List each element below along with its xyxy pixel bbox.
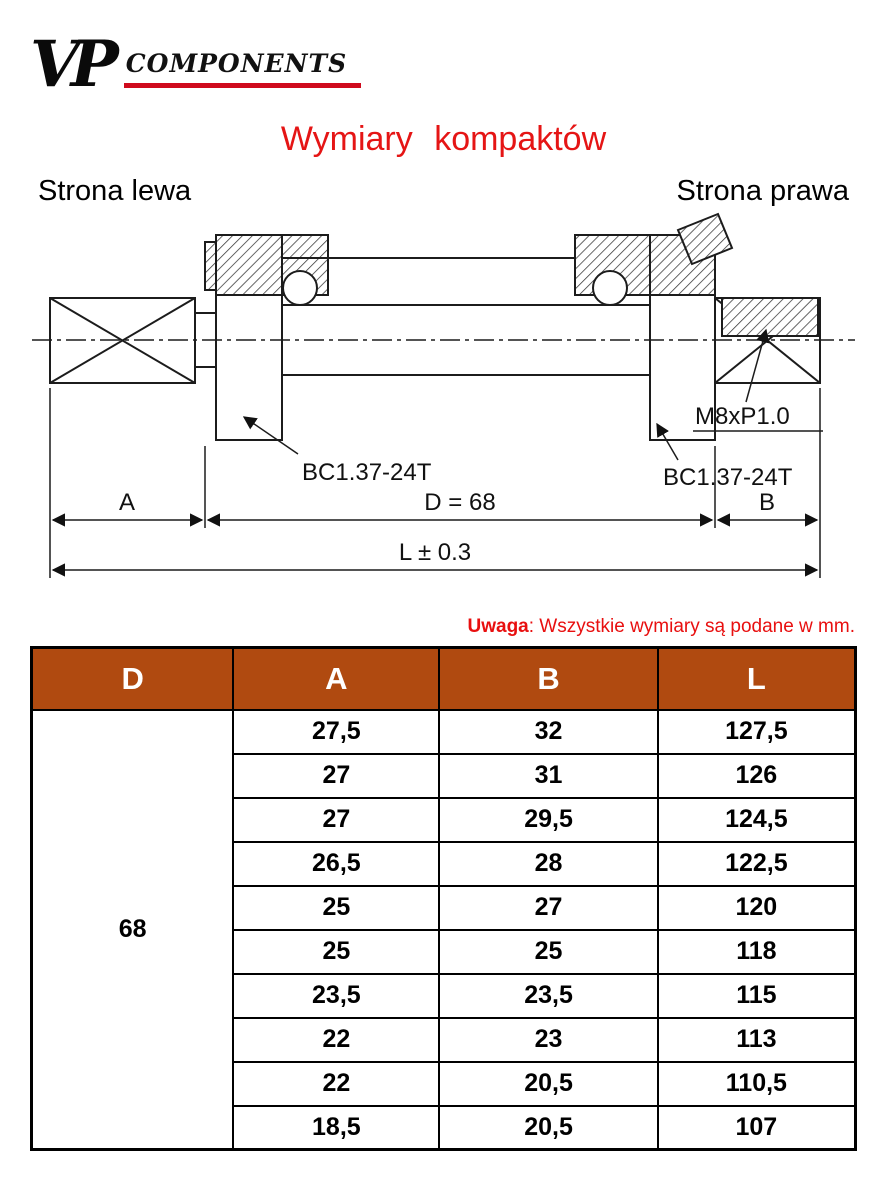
- left-side-label: Strona lewa: [38, 175, 192, 207]
- table-cell: 28: [438, 840, 659, 887]
- brand-logo: VP COMPONENTS: [30, 16, 857, 103]
- table-header-row: D A B L: [30, 646, 857, 711]
- spindle-washer: [721, 297, 819, 337]
- table-cell: 25: [232, 928, 441, 975]
- table-cell: 29,5: [438, 796, 659, 843]
- leader-thread-spindle: [745, 328, 770, 403]
- table-row: 27 29,5 124,5: [32, 796, 857, 843]
- table-cell: 18,5: [232, 1104, 441, 1151]
- table-row: 25 25 118: [32, 928, 857, 975]
- table-cell: 25: [438, 928, 659, 975]
- col-header-d: D: [30, 646, 235, 711]
- spec-sheet-page: VP COMPONENTS Wymiary kompaktów Strona l…: [30, 16, 857, 1151]
- d-value-cell: 68: [30, 708, 235, 1151]
- table-row: 25 27 120: [32, 884, 857, 931]
- table-row: 26,5 28 122,5: [32, 840, 857, 887]
- table-cell: 120: [656, 884, 857, 931]
- table-cell: 113: [656, 1016, 857, 1063]
- table-cell: 22: [232, 1060, 441, 1107]
- table-cell: 32: [438, 708, 659, 755]
- table-cell: 124,5: [656, 796, 857, 843]
- dim-d-label: D = 68: [424, 489, 495, 516]
- table-cell: 27: [232, 796, 441, 843]
- left-bearing-ball: [282, 270, 318, 306]
- dim-l-label: L ± 0.3: [399, 539, 471, 566]
- thread-left-label: BC1.37-24T: [302, 459, 432, 486]
- table-row: 27 31 126: [32, 752, 857, 799]
- table-cell: 20,5: [438, 1060, 659, 1107]
- right-bearing-ball: [592, 270, 628, 306]
- col-header-a: A: [232, 646, 441, 711]
- leader-thread-left: [242, 416, 299, 455]
- col-header-b: B: [438, 646, 659, 711]
- table-row: 22 20,5 110,5: [32, 1060, 857, 1107]
- thread-spindle-label: M8xP1.0: [695, 403, 790, 430]
- table-cell: 122,5: [656, 840, 857, 887]
- page-title: Wymiary kompaktów: [280, 120, 607, 158]
- lockring: [676, 212, 734, 266]
- technical-drawing: A D = 68 B L ± 0.3 BC1.37-24T BC1.37-24T…: [32, 212, 855, 578]
- drawing-labels: A D = 68 B L ± 0.3 BC1.37-24T BC1.37-24T…: [119, 403, 793, 566]
- table-cell: 31: [438, 752, 659, 799]
- table-cell: 126: [656, 752, 857, 799]
- table-cell: 23,5: [232, 972, 441, 1019]
- table-cell: 23,5: [438, 972, 659, 1019]
- units-note: Uwaga: Wszystkie wymiary są podane w mm.: [30, 616, 856, 638]
- table-row: 18,5 20,5 107: [32, 1104, 857, 1151]
- table-cell: 23: [438, 1016, 659, 1063]
- table-row: 22 23 113: [32, 1016, 857, 1063]
- table-cell: 26,5: [232, 840, 441, 887]
- table-cell: 27: [232, 752, 441, 799]
- units-note-label: Uwaga: [467, 616, 529, 637]
- brand-name: COMPONENTS: [125, 49, 348, 78]
- dimension-lines: [49, 328, 823, 578]
- table-cell: 27: [438, 884, 659, 931]
- thread-right-label: BC1.37-24T: [663, 464, 793, 491]
- brand-underline: COMPONENTS: [123, 49, 362, 88]
- units-note-text: : Wszystkie wymiary są podane w mm.: [528, 616, 855, 637]
- vp-logo-mark: VP: [30, 27, 119, 103]
- dim-b-label: B: [759, 489, 775, 516]
- table-cell: 22: [232, 1016, 441, 1063]
- side-labels: Strona lewa Strona prawa: [30, 175, 857, 208]
- right-side-label: Strona prawa: [676, 175, 850, 207]
- table-row: 68 27,5 32 127,5: [30, 708, 857, 1151]
- table-cell: 110,5: [656, 1060, 857, 1107]
- bottom-bracket-outline: [32, 212, 855, 441]
- col-header-l: L: [656, 646, 857, 711]
- table-cell: 118: [656, 928, 857, 975]
- table-row: 23,5 23,5 115: [32, 972, 857, 1019]
- table-cell: 20,5: [438, 1104, 659, 1151]
- table-cell: 127,5: [656, 708, 857, 755]
- leader-thread-right: [656, 422, 679, 461]
- table-cell: 27,5: [232, 708, 441, 755]
- table-cell: 25: [232, 884, 441, 931]
- dimensions-table: D A B L 68 27,5 32 127,5 27 31 126 27 29…: [30, 646, 857, 1151]
- table-cell: 115: [656, 972, 857, 1019]
- dim-a-label: A: [119, 489, 135, 516]
- table-cell: 107: [656, 1104, 857, 1151]
